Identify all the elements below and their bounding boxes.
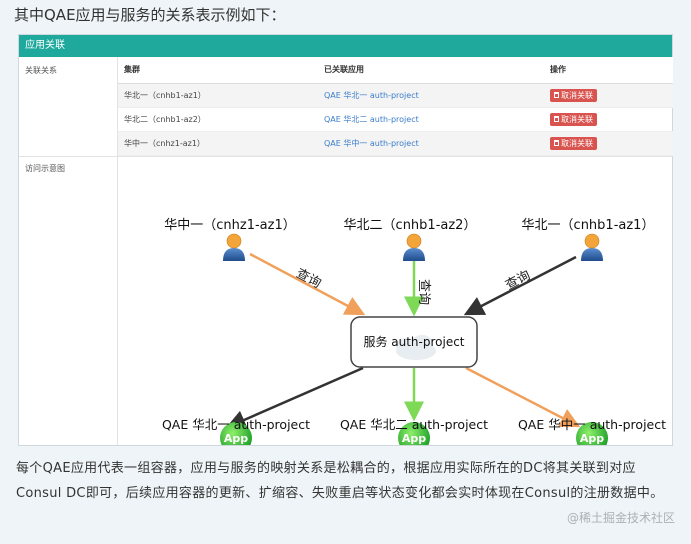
query-label-3: 查询 <box>503 268 533 293</box>
cancel-association-button[interactable]: 取消关联 <box>550 112 597 126</box>
user-icon <box>403 233 425 261</box>
trash-icon <box>554 116 559 122</box>
cluster-cell: 华北二（cnhb1-az2） <box>118 107 318 132</box>
table-row: 华北二（cnhb1-az2） QAE 华北二 auth-project 取消关联 <box>118 107 673 132</box>
intro-text: 其中QAE应用与服务的关系表示例如下： <box>14 6 286 24</box>
cancel-association-label: 取消关联 <box>561 114 593 124</box>
app-icon: App <box>576 422 608 445</box>
cluster-cell: 华北一（cnhb1-az1） <box>118 83 318 108</box>
app-labels: QAE 华北一 auth-project QAE 华北二 auth-projec… <box>162 417 666 432</box>
app-label-huabei2: QAE 华北二 auth-project <box>340 417 488 432</box>
app-badge-text: App <box>402 432 426 445</box>
access-diagram: 查询 查询 查询 华中一（cnhz1-az1） 华北二（cnhb1-az2） 华… <box>164 218 655 445</box>
app-label-huabei1: QAE 华北一 auth-project <box>162 417 310 432</box>
app-link[interactable]: QAE 华中一 auth-project <box>318 131 544 156</box>
query-label-2: 查询 <box>416 279 431 305</box>
user-icon <box>223 233 245 261</box>
app-badge-text: App <box>224 432 248 445</box>
app-label-huazhong: QAE 华中一 auth-project <box>518 417 666 432</box>
client-label-huabei1: 华北一（cnhb1-az1） <box>522 218 655 233</box>
column-header-cluster: 集群 <box>118 57 318 84</box>
service-node: 服务 auth-project <box>350 316 478 368</box>
app-link[interactable]: QAE 华北一 auth-project <box>318 83 544 108</box>
column-divider <box>117 57 118 445</box>
cancel-association-button[interactable]: 取消关联 <box>550 136 597 150</box>
diagram-label: 访问示意图 <box>25 164 65 173</box>
app-badge-text: App <box>580 432 604 445</box>
trash-icon <box>554 140 559 146</box>
relation-label: 关联关系 <box>25 66 57 75</box>
table-row: 华中一（cnhz1-az1） QAE 华中一 auth-project 取消关联 <box>118 131 673 156</box>
route-arrow-huabei1 <box>225 366 364 430</box>
footer-paragraph: 每个QAE应用代表一组容器，应用与服务的映射关系是松耦合的，根据应用实际所在的D… <box>16 461 664 501</box>
cancel-association-label: 取消关联 <box>561 138 593 148</box>
cancel-association-button[interactable]: 取消关联 <box>550 88 597 102</box>
cancel-association-label: 取消关联 <box>561 90 593 100</box>
service-label: 服务 auth-project <box>363 334 464 349</box>
app-link[interactable]: QAE 华北二 auth-project <box>318 107 544 132</box>
association-table: 集群 已关联应用 操作 华北一（cnhb1-az1） QAE 华北一 auth-… <box>118 57 673 156</box>
app-icon: App <box>398 422 430 445</box>
query-arrow-huabei1 <box>463 255 577 316</box>
row-divider <box>19 156 672 157</box>
cluster-cell: 华中一（cnhz1-az1） <box>118 131 318 156</box>
query-label-1: 查询 <box>293 266 323 291</box>
user-icon <box>581 233 603 261</box>
route-arrow-huazhong <box>465 366 581 428</box>
client-label-huabei2: 华北二（cnhb1-az2） <box>344 218 477 233</box>
column-header-action: 操作 <box>544 57 673 84</box>
app-association-panel: 应用关联 关联关系 访问示意图 集群 已关联应用 操作 华北一（cnhb1-az… <box>18 34 673 446</box>
table-row: 华北一（cnhb1-az1） QAE 华北一 auth-project 取消关联 <box>118 83 673 108</box>
column-header-app: 已关联应用 <box>318 57 544 84</box>
panel-header: 应用关联 <box>19 35 672 57</box>
watermark: @稀土掘金技术社区 <box>566 511 675 525</box>
client-label-huazhong: 华中一（cnhz1-az1） <box>164 218 295 233</box>
query-arrow-huazhong <box>249 252 366 316</box>
app-icon: App <box>220 422 252 445</box>
trash-icon <box>554 92 559 98</box>
